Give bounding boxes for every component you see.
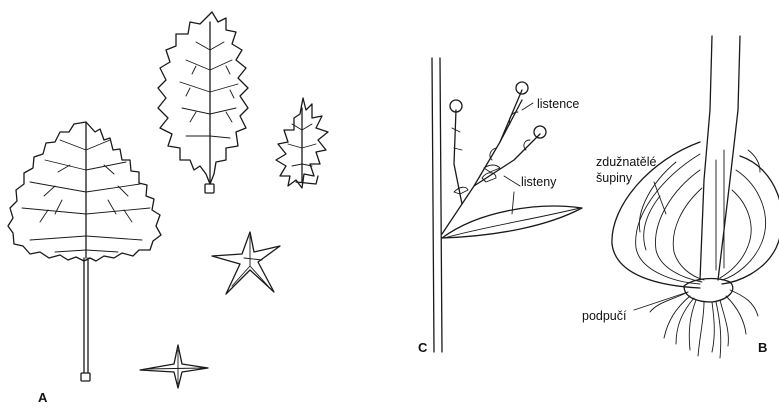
label-supiny: šupiny: [596, 171, 633, 185]
label-zduznatele: zdužnatělé: [596, 155, 657, 169]
star-bract: [212, 232, 280, 294]
cross-leaf: [140, 345, 208, 388]
label-listeny: listeny: [521, 175, 557, 189]
panel-letter-b: B: [758, 340, 767, 355]
panel-b-bulb: [612, 36, 779, 358]
spiny-leaf: [276, 98, 328, 188]
label-podpuci: podpučí: [582, 309, 627, 323]
panel-a-leaves: [8, 12, 328, 388]
birch-leaf: [8, 122, 161, 381]
holly-leaf: [158, 12, 248, 193]
label-listence: listence: [537, 97, 579, 111]
panel-letter-c: C: [418, 340, 428, 355]
panel-letter-a: A: [38, 390, 48, 405]
